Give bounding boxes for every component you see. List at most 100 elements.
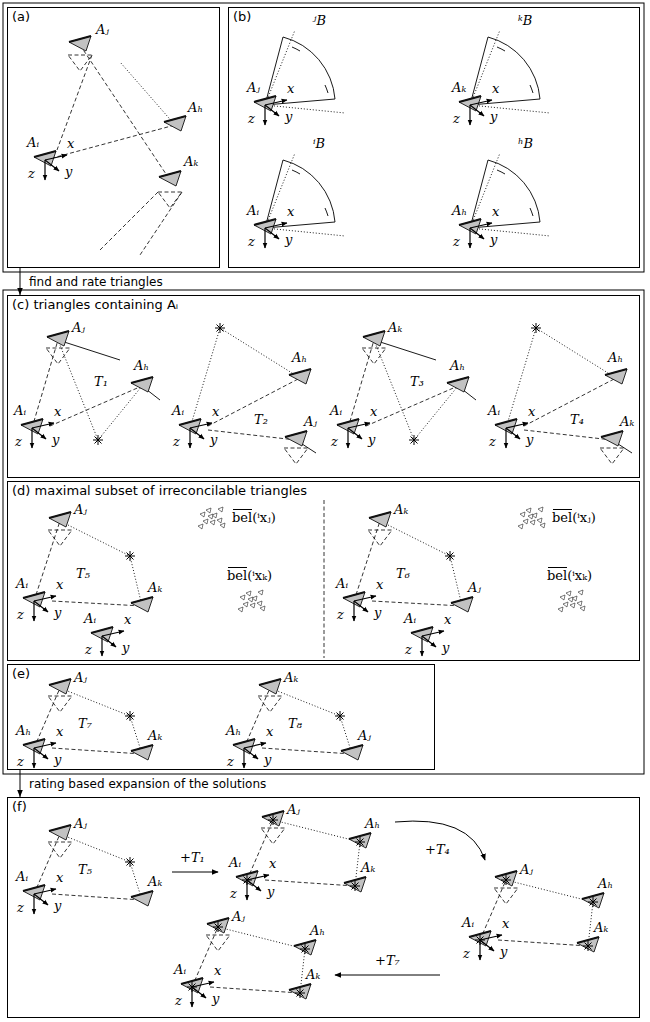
figure-label: Aᵢ: [84, 611, 96, 626]
panel-box: (b): [228, 7, 640, 268]
panel-heading: (c) triangles containing Aᵢ: [8, 296, 182, 313]
illustration-part: [495, 323, 632, 464]
illustration-part: [324, 500, 325, 658]
figure-label: T₆: [396, 566, 410, 581]
figure-label: ᵏB: [518, 13, 532, 28]
figure-label: y: [285, 109, 292, 124]
illustration-part: [254, 153, 345, 248]
figure-label: x: [492, 204, 499, 219]
figure-label: Aₕ: [450, 358, 465, 373]
figure-label: T₇: [78, 716, 92, 731]
figure-label: x: [124, 612, 131, 627]
illustration-part: [518, 507, 545, 529]
figure-label: Aⱼ: [232, 909, 245, 924]
panel-box: (d) maximal subset of irreconcilable tri…: [7, 481, 640, 661]
figure-label: Aᵢ: [488, 403, 500, 418]
figure-label: z: [337, 607, 344, 622]
figure-label: Aᵢ: [247, 203, 259, 218]
figure-label: Aᵢ: [404, 611, 416, 626]
panel-heading: (f): [8, 798, 31, 815]
belief-label: bel(ⁱxⱼ): [552, 510, 596, 525]
figure-label: ⁱB: [313, 136, 325, 151]
figure-label: Aₖ: [594, 920, 608, 935]
figure-label: y: [210, 432, 217, 447]
illustration-part: [198, 507, 225, 529]
figure-label: z: [463, 946, 470, 961]
figure-label: y: [52, 432, 59, 447]
figure-label: y: [122, 640, 129, 655]
figure-label: x: [56, 724, 63, 739]
figure-label: Aᵢ: [174, 962, 186, 977]
illustration-part: [120, 62, 175, 125]
panel-heading: (a): [8, 8, 34, 25]
illustration-part: [172, 872, 218, 873]
belief-label: bel(ⁱxₖ): [227, 568, 272, 583]
figure-label: Aₖ: [148, 728, 162, 743]
figure-label: Aₖ: [452, 80, 466, 95]
figure-label: Aᵢ: [336, 576, 348, 591]
figure-label: +T₄: [425, 842, 450, 857]
figure-label: z: [175, 993, 182, 1008]
flow-arrow: [20, 770, 21, 797]
figure-label: x: [376, 577, 383, 592]
figure-label: y: [65, 164, 72, 179]
illustration-part: [23, 825, 153, 914]
figure-label: T₅: [76, 566, 90, 581]
illustration-part: [179, 323, 316, 464]
illustration-part: [233, 679, 363, 768]
panel-box: (e): [7, 664, 435, 770]
illustration-part: [469, 871, 604, 960]
illustration-part: [69, 36, 91, 51]
figure-label: y: [212, 991, 219, 1006]
figure-label: T₁: [94, 374, 108, 389]
figure-label: Aᵢ: [172, 403, 184, 418]
figure-label: x: [67, 136, 74, 151]
figure-label: z: [227, 754, 234, 769]
figure-label: y: [264, 752, 271, 767]
belief-label: bel(ⁱxₖ): [547, 568, 592, 583]
figure-label: z: [453, 111, 460, 126]
figure-label: Aₕ: [188, 100, 203, 115]
figure-label: Aₕ: [226, 723, 241, 738]
figure-label: Aⱼ: [74, 816, 87, 831]
figure-label: Aₕ: [292, 350, 307, 365]
panel-heading: (e): [8, 665, 34, 682]
figure-label: ʰB: [518, 136, 533, 151]
belief-label: bel(ⁱxⱼ): [232, 510, 276, 525]
figure-label: y: [285, 232, 292, 247]
illustration-part: [45, 155, 67, 180]
figure-label: z: [17, 754, 24, 769]
figure-label: T₈: [288, 716, 302, 731]
figure-label: Aₕ: [598, 876, 613, 891]
illustration-part: [343, 512, 473, 656]
figure-label: T₄: [570, 412, 584, 427]
panel-box: (f): [7, 797, 640, 1018]
figure-label: z: [230, 886, 237, 901]
overline-mark: [233, 509, 252, 510]
figure-label: Aₖ: [388, 320, 402, 335]
illustration-part: [57, 55, 92, 150]
figure-label: Aₕ: [452, 203, 467, 218]
figure-label: Aₖ: [148, 874, 162, 889]
figure-label: x: [214, 963, 221, 978]
figure-label: x: [266, 724, 273, 739]
illustration-part: [3, 3, 644, 272]
flow-arrow: [20, 268, 21, 295]
figure-label: Aₖ: [306, 967, 320, 982]
figure-label: z: [28, 166, 35, 181]
figure-label: Aⱼ: [287, 802, 300, 817]
figure-label: Aₕ: [134, 358, 149, 373]
illustration-part: [80, 45, 170, 180]
illustration-part: [159, 171, 181, 186]
figure-label: x: [444, 612, 451, 627]
figure-label: x: [287, 204, 294, 219]
figure-label: z: [15, 434, 22, 449]
figure-label: Aⱼ: [72, 320, 85, 335]
figure-label: z: [453, 234, 460, 249]
figure-label: ʲB: [313, 13, 326, 28]
illustration-part: [337, 331, 476, 448]
figure-label: +T₇: [375, 953, 400, 968]
figure-label: Aₕ: [365, 816, 380, 831]
figure-label: T₅: [78, 862, 92, 877]
figure-label: z: [173, 434, 180, 449]
